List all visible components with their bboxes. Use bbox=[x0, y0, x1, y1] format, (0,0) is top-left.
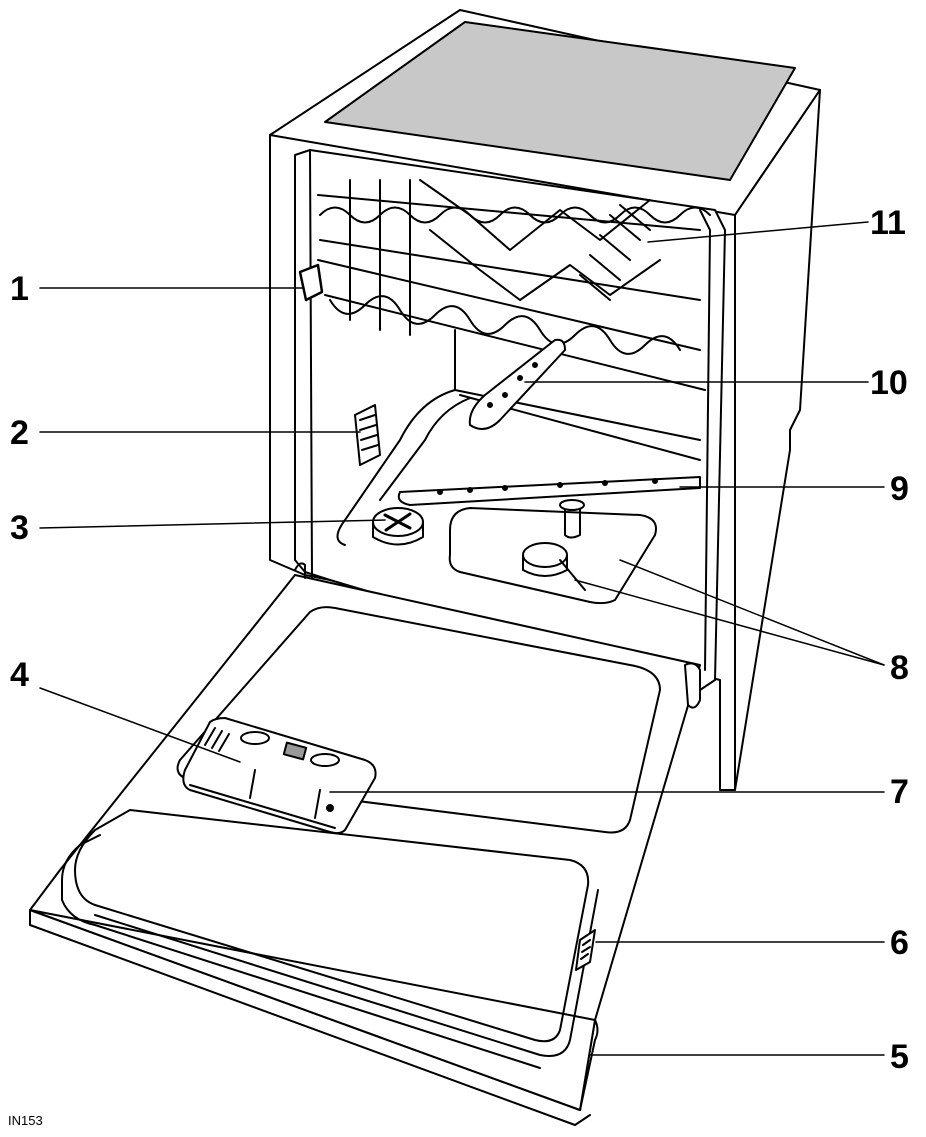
door-hinge-left bbox=[294, 562, 306, 579]
filter-assembly bbox=[448, 499, 657, 605]
leader-8b bbox=[574, 579, 885, 666]
leader-lines bbox=[39, 221, 885, 1056]
leader-8a bbox=[619, 559, 885, 666]
basket-stop bbox=[298, 263, 324, 302]
lower-spray-arm bbox=[397, 476, 701, 506]
leader-4 bbox=[39, 687, 241, 763]
salt-container-cap bbox=[372, 507, 424, 546]
callout-9: 9 bbox=[890, 470, 909, 508]
callout-5: 5 bbox=[890, 1038, 909, 1076]
worktop bbox=[324, 21, 796, 181]
upper-spray-arm bbox=[468, 338, 566, 430]
callout-3: 3 bbox=[10, 509, 29, 547]
leader-11 bbox=[647, 221, 869, 243]
callout-4: 4 bbox=[10, 656, 29, 694]
leader-3 bbox=[39, 519, 386, 529]
callout-1: 1 bbox=[10, 270, 29, 308]
callout-7: 7 bbox=[890, 773, 909, 811]
callout-2: 2 bbox=[10, 414, 29, 452]
upper-basket bbox=[317, 179, 711, 391]
side-nozzle bbox=[354, 404, 381, 466]
callout-6: 6 bbox=[890, 924, 909, 962]
callout-10: 10 bbox=[870, 364, 908, 402]
door bbox=[29, 574, 701, 1126]
callout-8: 8 bbox=[890, 649, 909, 687]
door-hinge bbox=[684, 662, 701, 709]
detergent-dispenser bbox=[182, 717, 377, 835]
callout-11: 11 bbox=[870, 204, 906, 242]
figure-reference: IN153 bbox=[8, 1113, 43, 1128]
